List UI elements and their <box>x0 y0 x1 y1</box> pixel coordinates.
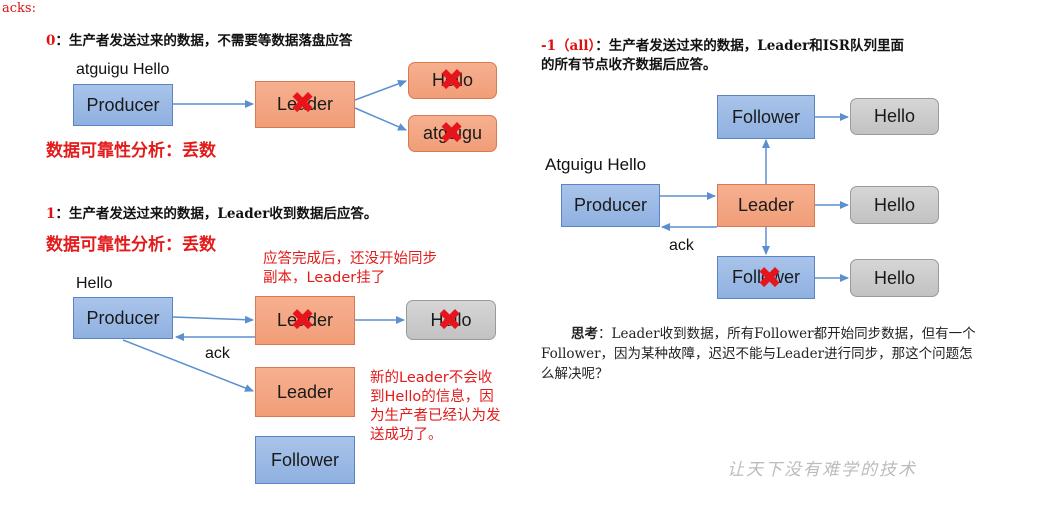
section1-leader-label: Leader <box>276 310 334 330</box>
section1-ack-label: ack <box>205 345 230 362</box>
section1-note-leader-down: 应答完成后，还没开始同步副本，Leader挂了 <box>263 251 437 286</box>
page-title: acks: <box>2 1 36 16</box>
section0-hello-label: Hello <box>431 70 474 90</box>
arrow-leader-atguigu-0 <box>354 107 407 131</box>
section0-leader-box: Leader ✖ <box>255 81 355 128</box>
section-all-num: -1（all） <box>541 38 596 54</box>
failed-cross-icon: ✖ <box>757 261 783 296</box>
section1-analysis: 数据可靠性分析：丢数 <box>46 235 216 255</box>
lost-cross-icon: ✖ <box>439 116 465 151</box>
right-hello-top-box: Hello <box>850 98 939 135</box>
section-all-heading: -1（all）：生产者发送过来的数据，Leader和ISR队列里面 的所有节点收… <box>541 37 904 75</box>
section0-hello-box: Hello ✖ <box>408 62 497 99</box>
section0-analysis: 数据可靠性分析：丢数 <box>46 141 216 161</box>
section0-producer-box: Producer <box>73 84 173 126</box>
arrow-leader-hello-0 <box>354 80 407 101</box>
lost-cross-icon: ✖ <box>437 303 463 338</box>
section-all-text1: ：生产者发送过来的数据，Leader和ISR队列里面 <box>595 38 905 54</box>
right-hello-mid-box: Hello <box>850 186 939 224</box>
section0-atguigu-box: atguigu ✖ <box>408 115 497 152</box>
watermark: 让天下没有难学的技术 <box>727 460 917 480</box>
section1-follower-box: Follower <box>255 436 355 484</box>
think-label: 思考 <box>571 326 598 342</box>
arrow-producer-newleader-1 <box>122 339 254 392</box>
section1-message-label: Hello <box>76 275 113 292</box>
right-hello-bottom-box: Hello <box>850 259 939 297</box>
section0-atguigu-label: atguigu <box>422 123 483 143</box>
right-producer-box: Producer <box>561 184 660 227</box>
section1-hello-box: Hello ✖ <box>406 300 496 340</box>
section-all-text2: 的所有节点收齐数据后应答。 <box>541 57 717 73</box>
right-follower-bottom-label: Follower <box>731 267 801 287</box>
section0-text: ：生产者发送过来的数据，不需要等数据落盘应答 <box>55 33 353 49</box>
section1-hello-label: Hello <box>430 309 472 330</box>
lost-cross-icon: ✖ <box>439 63 465 98</box>
think-paragraph: 思考：Leader收到数据，所有Follower都开始同步数据，但有一个Foll… <box>541 324 976 384</box>
think-text: ：Leader收到数据，所有Follower都开始同步数据，但有一个Follow… <box>541 326 976 382</box>
section0-num: 0 <box>46 33 56 49</box>
failed-cross-icon: ✖ <box>290 86 316 121</box>
right-follower-top-box: Follower <box>717 95 815 139</box>
section1-text: ：生产者发送过来的数据，Leader收到数据后应答。 <box>55 206 378 222</box>
right-message-label: Atguigu Hello <box>545 155 647 174</box>
section0-heading: 0：生产者发送过来的数据，不需要等数据落盘应答 <box>46 29 352 49</box>
section1-leader-box: Leader ✖ <box>255 296 355 345</box>
right-follower-bottom-box: Follower ✖ <box>717 256 815 299</box>
section1-new-leader-box: Leader <box>255 367 355 417</box>
section1-num: 1 <box>46 206 56 222</box>
right-leader-box: Leader <box>717 184 815 227</box>
failed-cross-icon: ✖ <box>290 303 316 338</box>
section0-message-label: atguigu Hello <box>76 61 170 78</box>
section0-leader-label: Leader <box>276 94 334 114</box>
section1-heading: 1：生产者发送过来的数据，Leader收到数据后应答。 <box>46 202 377 222</box>
section1-producer-box: Producer <box>73 297 173 339</box>
right-ack-label: ack <box>669 237 694 254</box>
arrow-producer-leader-1 <box>172 315 254 324</box>
section1-note-new-leader: 新的Leader不会收到Hello的信息，因为生产者已经认为发送成功了。 <box>370 370 501 443</box>
